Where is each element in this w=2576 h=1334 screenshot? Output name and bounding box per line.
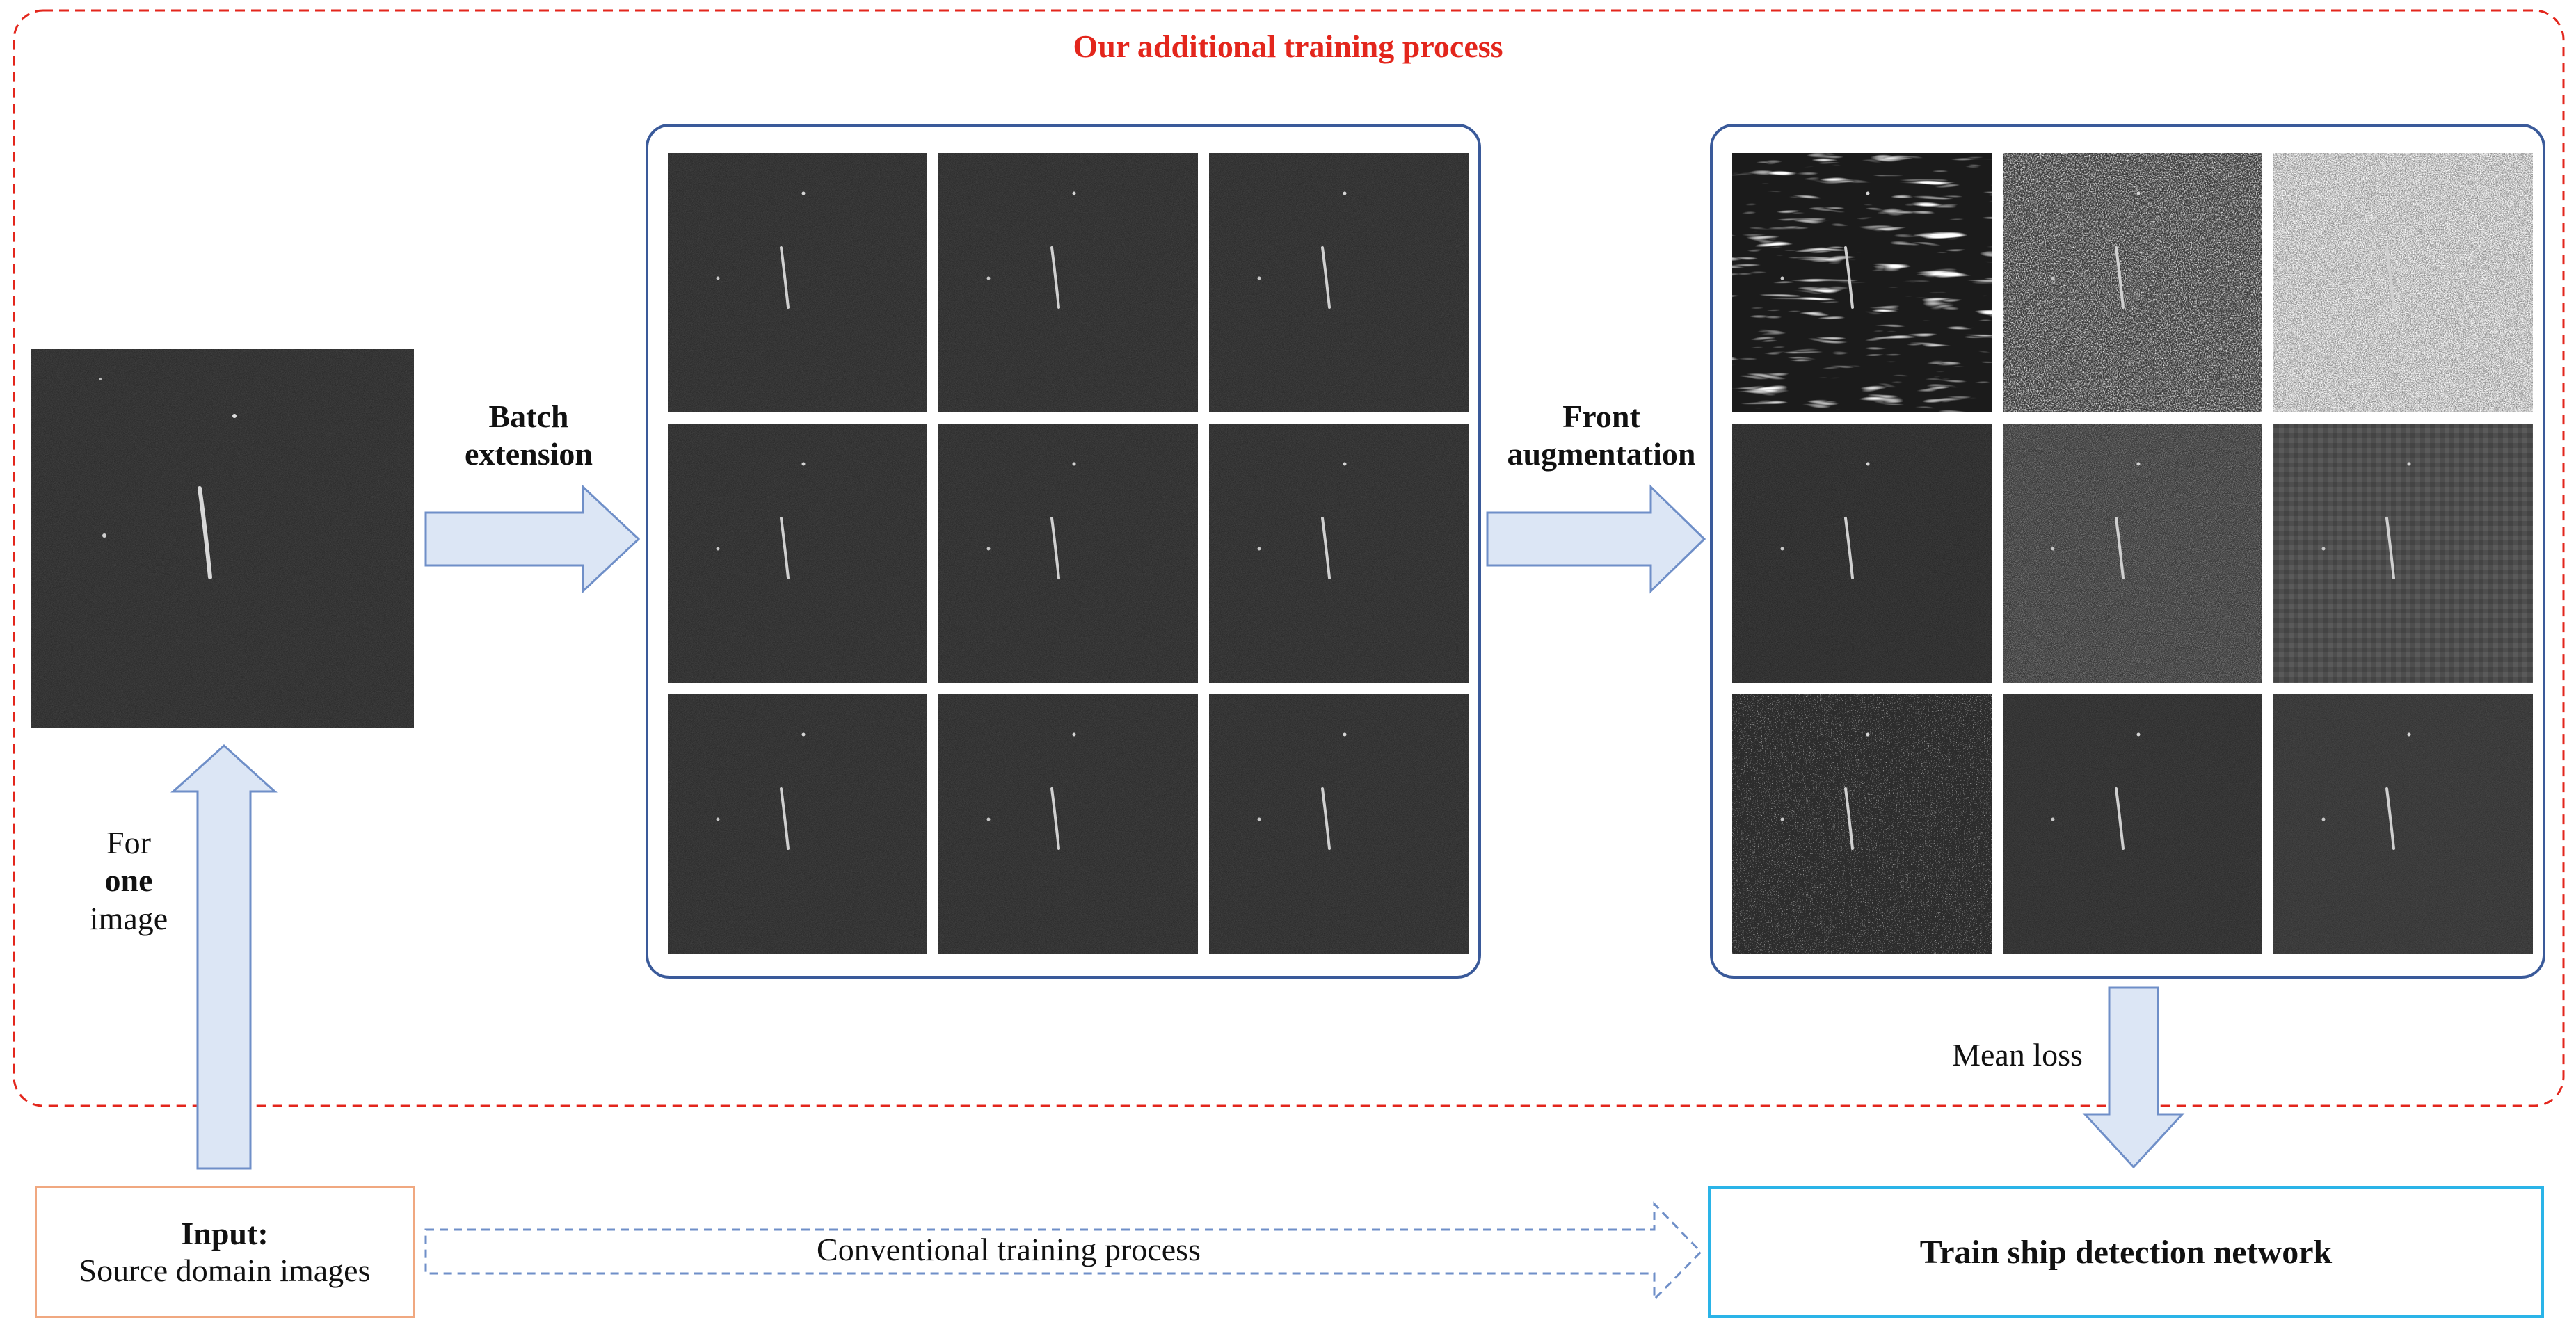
batch-extension-arrow [424,484,641,594]
up-arrow [170,744,278,1170]
augmented-tile-streaks [1732,153,1992,412]
conventional-arrow [424,1201,1703,1302]
input-box: Input: Source domain images [35,1186,415,1318]
augmented-tile-plain-3 [2273,694,2533,954]
batch-tile-8 [938,694,1198,954]
batch-tile-9 [1209,694,1469,954]
input-subtitle: Source domain images [79,1253,371,1288]
augmented-tile-speckle [1732,694,1992,954]
additional-process-region [13,9,2565,1107]
for-label-line2: one [104,862,153,899]
front-label-line1: Front [1562,399,1640,434]
source-image [31,349,414,728]
batch-tile-5 [938,424,1198,683]
batch-tile-6 [1209,424,1469,683]
batch-label-line1: Batch [488,399,569,434]
input-title: Input: [181,1216,269,1251]
augmented-tile-grain [2003,424,2262,683]
front-augmentation-arrow [1486,484,1706,594]
augmented-tile-bright-noise [2273,153,2533,412]
batch-label-line2: extension [465,436,593,472]
augmented-tile-plain [1732,424,1992,683]
diagram-title: Our additional training process [1073,29,1503,64]
augmented-tile-plain-2 [2003,694,2262,954]
conventional-label: Conventional training process [817,1232,1201,1267]
batch-extension-label: Batch extension [445,398,612,474]
batch-tile-3 [1209,153,1469,412]
augmented-tile-heavy-noise [2003,153,2262,412]
batch-tile-7 [668,694,927,954]
front-label-line2: augmentation [1507,436,1696,472]
front-augmentation-label: Front augmentation [1490,398,1713,474]
batch-grid [668,153,1469,954]
augmented-tile-grid [2273,424,2533,683]
for-label-line3: image [89,900,168,936]
train-network-box: Train ship detection network [1708,1186,2544,1318]
mean-loss-label: Mean loss [1952,1037,2083,1072]
mean-loss-arrow [2082,986,2185,1169]
for-label-line1: For [106,825,151,860]
batch-tile-2 [938,153,1198,412]
batch-tile-1 [668,153,927,412]
for-one-image-label: For one image [77,824,181,938]
augmentation-grid [1732,153,2533,954]
batch-tile-4 [668,424,927,683]
